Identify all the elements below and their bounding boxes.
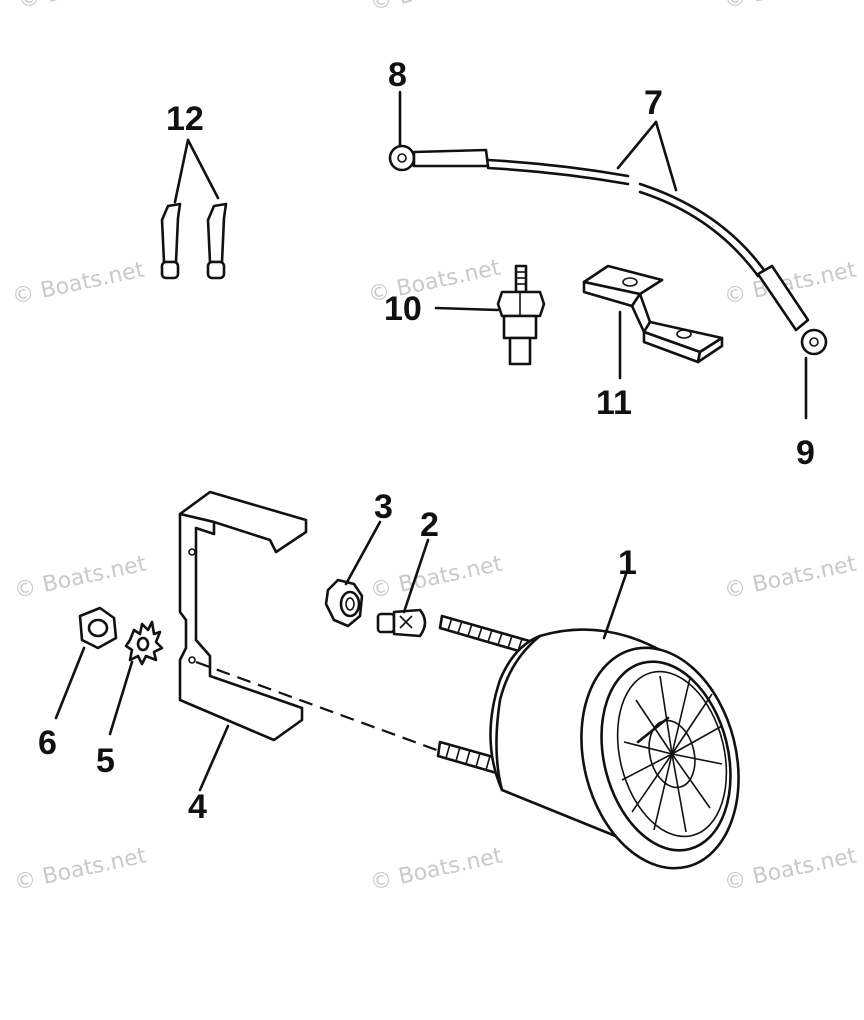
watermark-1: © Boats.net xyxy=(16,0,153,14)
watermark-4: © Boats.net xyxy=(10,257,147,309)
callout-4: 4 xyxy=(188,788,207,826)
watermark-2: © Boats.net xyxy=(368,0,505,16)
watermark-11: © Boats.net xyxy=(368,843,505,895)
callout-numbers: 1 2 3 4 5 6 7 8 9 10 11 12 xyxy=(38,56,815,826)
part-7-8-9-wire xyxy=(388,90,828,420)
callout-2: 2 xyxy=(420,506,439,544)
watermark-12: © Boats.net xyxy=(722,843,859,895)
callout-8: 8 xyxy=(388,56,407,94)
callout-10: 10 xyxy=(384,290,422,328)
callout-3: 3 xyxy=(374,488,393,526)
callout-6: 6 xyxy=(38,724,57,762)
part-6-nut xyxy=(54,606,118,720)
callout-5: 5 xyxy=(96,742,115,780)
callout-11: 11 xyxy=(596,384,632,422)
gauge-dial xyxy=(621,675,723,833)
watermark-9: © Boats.net xyxy=(722,551,859,603)
watermark-3: © Boats.net xyxy=(722,0,859,14)
part-12-connectors xyxy=(160,138,228,280)
part-3-socket xyxy=(324,520,382,628)
watermark-7: © Boats.net xyxy=(12,551,149,603)
watermark-10: © Boats.net xyxy=(12,843,149,895)
callout-12: 12 xyxy=(166,100,204,138)
gauge-needle xyxy=(636,716,670,744)
watermark-8: © Boats.net xyxy=(368,551,505,603)
callout-1: 1 xyxy=(618,544,637,582)
callout-7: 7 xyxy=(644,84,663,122)
part-1-gauge xyxy=(436,572,740,870)
part-2-bulb xyxy=(376,538,430,638)
callout-9: 9 xyxy=(796,434,815,472)
part-4-bracket xyxy=(178,490,308,792)
part-5-washer xyxy=(108,620,164,736)
part-10-sender xyxy=(434,264,546,366)
part-11-bracket xyxy=(582,264,724,380)
